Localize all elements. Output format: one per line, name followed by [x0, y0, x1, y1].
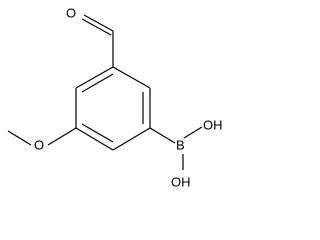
boron-upper-hydroxyl-bond: [183, 126, 203, 139]
methoxy-ring-bond: [47, 127, 77, 146]
boron-label: B: [176, 137, 185, 152]
benzene-ring: [75, 66, 151, 151]
methoxy-group: O: [7, 127, 77, 152]
boronic-acid-group: B OH OH: [149, 117, 223, 189]
ring-bond-4: [75, 127, 114, 151]
ring-bond-3: [112, 127, 151, 151]
methoxy-methyl-bond: [7, 130, 32, 146]
ring-bond-6: [75, 66, 114, 89]
aldehyde-double-bond-a: [83, 14, 114, 32]
ring-double-bond-inner-3: [81, 73, 114, 93]
upper-hydroxyl-label: OH: [203, 117, 223, 132]
boron-ring-bond: [149, 127, 176, 144]
ring-double-bond-inner-2: [81, 123, 114, 143]
aldehyde-double-bond-b: [81, 18, 112, 36]
aldehyde-group: O: [66, 5, 114, 67]
lower-hydroxyl-label: OH: [171, 174, 191, 189]
structure-canvas: O O B OH OH: [7, 5, 223, 190]
ring-bond-1: [112, 66, 151, 89]
aldehyde-oxygen-label: O: [66, 5, 76, 20]
methoxy-oxygen-label: O: [34, 137, 44, 152]
molecule-structure: O O B OH OH: [7, 5, 223, 189]
